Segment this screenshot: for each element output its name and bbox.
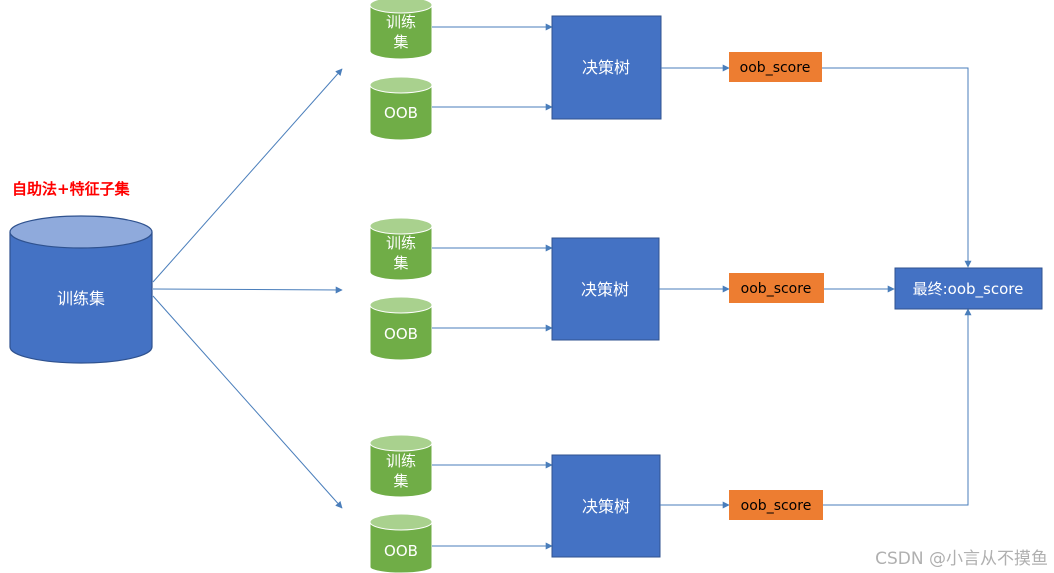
watermark-text: CSDN @小言从不摸鱼: [875, 549, 1048, 569]
branch-2: 训练 集 OOB 决策树 oob_score: [369, 217, 824, 361]
oob-score-label: oob_score: [741, 281, 812, 297]
decision-tree-box: [551, 15, 662, 120]
final-score-label: 最终:oob_score: [913, 280, 1024, 299]
train-set-label-line-2: 集: [393, 254, 408, 272]
branch-3: 训练 集 OOB 决策树 oob_score: [369, 434, 823, 573]
decision-tree-label: 决策树: [582, 58, 630, 77]
arrow-source-to-branch-2: [152, 286, 343, 294]
train-set-cylinder: 训练 集: [369, 0, 433, 60]
source-database-cylinder: 训练集: [9, 215, 153, 364]
decision-tree-box: [551, 454, 661, 558]
decision-tree-box: [551, 237, 660, 341]
train-set-label-line-1: 训练: [386, 13, 416, 31]
train-set-cylinder: 训练 集: [369, 434, 433, 498]
oob-score-box: [729, 490, 823, 520]
oob-score-box: [729, 273, 824, 303]
train-set-label-line-2: 集: [393, 33, 408, 51]
arrow-source-to-branch-1: [152, 68, 343, 283]
arrow-source-to-branch-3: [152, 295, 343, 509]
arrow-score-3-to-final: [823, 308, 972, 506]
train-set-label-line-2: 集: [393, 472, 408, 490]
oob-score-box: [729, 52, 822, 82]
oob-score-label: oob_score: [741, 498, 812, 514]
decision-tree-label: 决策树: [581, 280, 629, 299]
train-set-label-line-1: 训练: [386, 234, 416, 252]
oob-label: OOB: [384, 542, 418, 560]
source-label: 训练集: [57, 289, 105, 308]
train-set-cylinder: 训练 集: [369, 217, 433, 281]
final-score-box: [894, 267, 1043, 310]
oob-cylinder: OOB: [369, 296, 433, 361]
oob-score-label: oob_score: [740, 60, 811, 76]
oob-cylinder: OOB: [369, 76, 433, 141]
decision-tree-label: 决策树: [582, 497, 630, 516]
oob-label: OOB: [384, 325, 418, 343]
branch-1: 训练 集 OOB 决策树 oob_score: [369, 0, 822, 141]
train-set-label-line-1: 训练: [386, 452, 416, 470]
oob-label: OOB: [384, 104, 418, 122]
annotation-text: 自助法+特征子集: [12, 180, 131, 198]
arrow-score-1-to-final: [822, 67, 972, 268]
oob-cylinder: OOB: [369, 513, 433, 573]
